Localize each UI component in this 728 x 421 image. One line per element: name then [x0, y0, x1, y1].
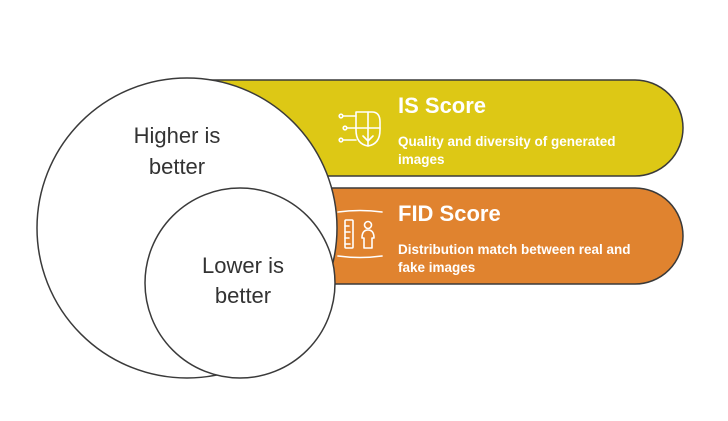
is-score-desc-line2: images [398, 152, 445, 167]
big-circle-label-line2: better [149, 154, 205, 179]
small-circle-label-line2: better [215, 283, 271, 308]
small-circle-label-line1: Lower is [202, 253, 284, 278]
is-score-title: IS Score [398, 93, 486, 118]
big-circle-label-line1: Higher is [134, 123, 221, 148]
diversity-face-icon [338, 111, 381, 147]
is-score-desc-line1: Quality and diversity of generated [398, 134, 616, 149]
measure-person-icon [337, 209, 383, 259]
lower-is-better-circle [144, 187, 336, 379]
fid-score-title: FID Score [398, 201, 501, 226]
fid-score-desc-line2: fake images [398, 260, 475, 275]
fid-score-desc-line1: Distribution match between real and [398, 242, 631, 257]
fid-score-band [248, 187, 684, 285]
